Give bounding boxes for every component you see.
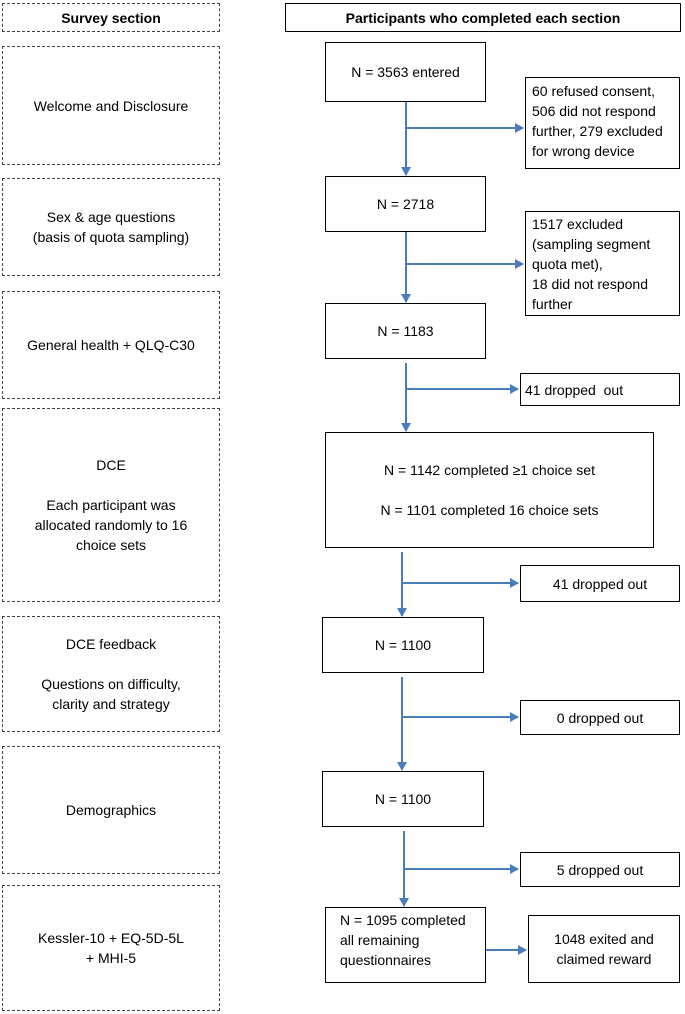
exclusion-line: 18 did not respond (532, 276, 648, 292)
section-line: Each participant was (46, 497, 176, 513)
count-line: N = 1100 (374, 637, 432, 653)
final-line: claimed reward (556, 951, 652, 967)
exclusion-line: 1517 excluded (532, 216, 624, 232)
count-box: N = 2718 (325, 176, 486, 232)
count-line: N = 1100 (374, 791, 432, 807)
exclusion-box: 1517 excluded (sampling segment quota me… (525, 211, 680, 316)
exclusion-box: 41 dropped out (520, 373, 680, 406)
count-box: N = 1100 (322, 617, 484, 673)
section-box: DCE feedback Questions on difficulty, cl… (2, 616, 220, 732)
count-line: N = 1095 completed (340, 912, 466, 928)
exclusion-line: 41 dropped out (552, 575, 648, 592)
section-box: DCE Each participant was allocated rando… (2, 408, 220, 602)
count-box: N = 1183 (325, 303, 486, 359)
count-box: N = 1142 completed ≥1 choice set N = 110… (325, 432, 654, 548)
count-line: N = 2718 (376, 196, 435, 212)
section-box: Welcome and Disclosure (2, 46, 220, 165)
exclusion-line: 506 did not respond (532, 103, 656, 119)
header-participants-label: Participants who completed each section (345, 9, 621, 26)
section-line: Kessler-10 + EQ-5D-5L (38, 930, 184, 946)
section-box: Sex & age questions (basis of quota samp… (2, 178, 220, 276)
section-line: Questions on difficulty, (41, 676, 181, 692)
section-line: DCE (96, 457, 126, 473)
exclusion-line: 5 dropped out (556, 861, 644, 878)
exclusion-line: 0 dropped out (556, 709, 644, 726)
section-box: Demographics (2, 746, 220, 874)
header-survey-section: Survey section (2, 3, 220, 32)
exclusion-line: for wrong device (532, 143, 635, 159)
section-line: choice sets (75, 537, 147, 553)
section-line: Welcome and Disclosure (33, 97, 189, 114)
exclusion-box: 5 dropped out (520, 852, 680, 887)
section-line: Sex & age questions (46, 209, 176, 225)
exclusion-line: 60 refused consent, (532, 83, 655, 99)
count-line: N = 3563 entered (351, 64, 460, 80)
final-box: 1048 exited and claimed reward (528, 915, 680, 983)
section-line: clarity and strategy (52, 696, 170, 712)
section-line: (basis of quota sampling) (32, 229, 190, 245)
section-box: Kessler-10 + EQ-5D-5L + MHI-5 (2, 885, 220, 1011)
count-line: all remaining (340, 932, 420, 948)
exclusion-line: further (532, 296, 573, 312)
exclusion-line: (sampling segment (532, 236, 651, 252)
section-line: General health + QLQ-C30 (27, 337, 195, 353)
count-line: questionnaires (340, 952, 432, 968)
section-line: allocated randomly to 16 (34, 517, 188, 533)
count-box: N = 1100 (322, 771, 484, 827)
count-line: N = 1183 (377, 323, 434, 339)
exclusion-box: 0 dropped out (520, 700, 680, 735)
count-line: N = 1142 completed ≥1 choice set (384, 462, 595, 478)
section-box: General health + QLQ-C30 (2, 291, 220, 399)
section-line: DCE feedback (65, 636, 157, 652)
exclusion-line: 41 dropped out (525, 381, 624, 398)
exclusion-box: 60 refused consent, 506 did not respond … (525, 77, 680, 169)
count-line: N = 1101 completed 16 choice sets (380, 502, 599, 518)
count-box: N = 3563 entered (325, 42, 486, 102)
section-line: + MHI-5 (85, 950, 137, 966)
header-participants: Participants who completed each section (285, 3, 681, 32)
final-line: 1048 exited and (554, 931, 654, 947)
exclusion-line: quota met), (532, 256, 603, 272)
exclusion-line: further, 279 excluded (532, 123, 663, 139)
count-box: N = 1095 completed all remaining questio… (325, 907, 486, 983)
section-line: Demographics (65, 802, 157, 818)
exclusion-box: 41 dropped out (520, 565, 680, 602)
header-survey-section-label: Survey section (61, 9, 161, 26)
